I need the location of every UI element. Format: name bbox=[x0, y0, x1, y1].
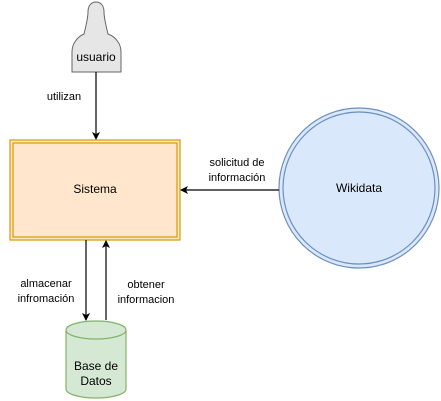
database-node[interactable]: Base de Datos bbox=[65, 320, 127, 399]
actor-label: usuario bbox=[76, 50, 116, 64]
database-cylinder-body bbox=[65, 330, 127, 399]
wikidata-outer-circle bbox=[278, 107, 440, 269]
actor-usuario[interactable]: usuario bbox=[71, 1, 122, 73]
wikidata-node[interactable]: Wikidata bbox=[278, 107, 440, 269]
edge-label-obtener-line1: obtener bbox=[127, 279, 165, 291]
edge-database-to-system: obtener informacion bbox=[102, 240, 175, 320]
edge-label-utilizan: utilizan bbox=[47, 91, 81, 103]
wikidata-inner-circle bbox=[282, 111, 436, 265]
system-node[interactable]: Sistema bbox=[9, 139, 181, 241]
edge-label-obtener-line2: informacion bbox=[118, 294, 175, 306]
database-label-line2: Datos bbox=[80, 374, 111, 388]
wikidata-label: Wikidata bbox=[336, 181, 382, 195]
database-cylinder-top bbox=[65, 320, 127, 340]
edge-label-solicitud-line2: información bbox=[209, 172, 266, 184]
edge-label-solicitud-line1: solicitud de bbox=[209, 157, 264, 169]
edge-system-to-database: almacenar infromación bbox=[18, 240, 90, 321]
user-icon bbox=[71, 1, 122, 73]
database-label-line1: Base de bbox=[74, 359, 118, 373]
system-box bbox=[9, 139, 181, 241]
edge-label-almacenar-line2: infromación bbox=[18, 293, 75, 305]
system-box-inner bbox=[12, 142, 178, 238]
edge-actor-to-system: utilizan bbox=[47, 72, 100, 140]
edge-wikidata-to-system: solicitud de información bbox=[180, 157, 279, 194]
system-label: Sistema bbox=[73, 182, 117, 196]
edge-label-almacenar-line1: almacenar bbox=[20, 278, 72, 290]
